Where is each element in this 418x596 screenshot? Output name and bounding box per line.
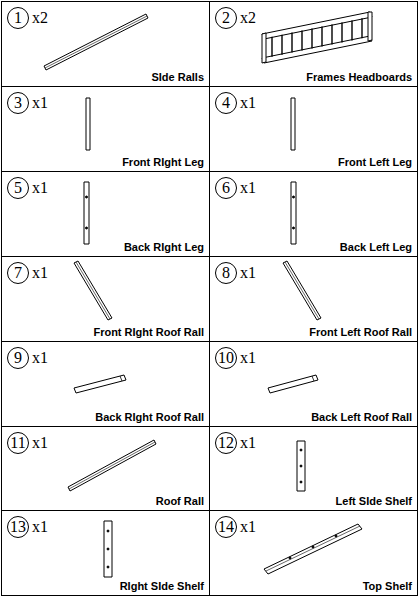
part-name: Front RIght Leg: [121, 156, 205, 168]
part-name: Back RIght Leg: [123, 241, 205, 253]
quantity: x1: [240, 180, 256, 196]
quantity: x1: [32, 519, 48, 535]
callout-circle: 11: [7, 432, 29, 454]
quantity: x2: [240, 10, 256, 26]
part-name: Back RIght Roof RaIl: [94, 411, 205, 423]
part-name: Roof RaIl: [155, 495, 205, 507]
part-cell: x2Frames Headboards 2: [209, 1, 418, 87]
quantity: x1: [32, 265, 48, 281]
callout-number: 2: [222, 10, 230, 26]
callout-circle: 10: [215, 347, 237, 369]
front-left-leg-drawing: [291, 98, 295, 150]
roof-rail-drawing: [68, 440, 156, 491]
callout-number: 3: [14, 95, 22, 111]
back-left-roof-rail-drawing: [268, 375, 318, 393]
callout-number: 14: [218, 519, 234, 535]
part-name: SIde RaIls: [150, 71, 205, 83]
part-cell: x1Front RIght Leg 3: [1, 86, 210, 172]
callout-number: 9: [14, 350, 22, 366]
part-name: RIght SIde Shelf: [119, 580, 205, 592]
part-cell: x1Back Left Leg 6: [209, 171, 418, 257]
callout-number: 5: [14, 180, 22, 196]
part-name: Top Shelf: [362, 580, 413, 592]
callout-number: 11: [10, 435, 25, 451]
part-name: Left SIde Shelf: [335, 495, 413, 507]
callout-number: 13: [10, 519, 26, 535]
quantity: x1: [240, 95, 256, 111]
part-name: Back Left Roof RaIl: [310, 411, 413, 423]
callout-number: 8: [222, 265, 230, 281]
quantity: x1: [32, 95, 48, 111]
part-name: Front RIght Roof RaIl: [92, 326, 205, 338]
callout-circle: 14: [215, 516, 237, 538]
callout-number: 10: [218, 350, 234, 366]
part-cell: x1RIght SIde Shelf 13: [1, 510, 210, 596]
callout-circle: 3: [7, 92, 29, 114]
callout-circle: 1: [7, 7, 29, 29]
part-name: Front Left Leg: [337, 156, 413, 168]
quantity: x1: [32, 435, 48, 451]
callout-circle: 5: [7, 177, 29, 199]
left-side-shelf-drawing: [297, 441, 305, 491]
right-side-shelf-drawing: [104, 521, 112, 577]
front-right-roof-rail-drawing: [74, 261, 112, 320]
part-cell: x1Back RIght Roof RaIl 9: [1, 341, 210, 427]
front-left-roof-rail-drawing: [283, 261, 321, 320]
top-shelf-drawing: [264, 524, 362, 574]
part-cell: x1Front Left Leg 4: [209, 86, 418, 172]
callout-number: 12: [218, 435, 234, 451]
back-left-leg-drawing: [291, 182, 296, 244]
quantity: x1: [240, 265, 256, 281]
callout-circle: 2: [215, 7, 237, 29]
callout-circle: 6: [215, 177, 237, 199]
back-right-roof-rail-drawing: [74, 375, 126, 393]
part-name: Back Left Leg: [339, 241, 413, 253]
part-cell: x1Back RIght Leg 5: [1, 171, 210, 257]
callout-number: 7: [14, 265, 22, 281]
callout-circle: 7: [7, 262, 29, 284]
quantity: x1: [240, 519, 256, 535]
headboard-drawing: [262, 12, 372, 63]
callout-number: 4: [222, 95, 230, 111]
part-name: Front Left Roof RaIl: [308, 326, 413, 338]
quantity: x1: [240, 350, 256, 366]
part-name: Frames Headboards: [305, 71, 413, 83]
part-cell: x1Back Left Roof RaIl 10: [209, 341, 418, 427]
side-rail-drawing: [44, 14, 148, 70]
callout-circle: 9: [7, 347, 29, 369]
callout-circle: 12: [215, 432, 237, 454]
back-right-leg-drawing: [84, 182, 89, 244]
part-cell: x1Left SIde Shelf 12: [209, 426, 418, 511]
callout-number: 6: [222, 180, 230, 196]
front-right-leg-drawing: [86, 98, 90, 150]
callout-circle: 8: [215, 262, 237, 284]
callout-number: 1: [14, 10, 22, 26]
part-cell: x1Roof RaIl 11: [1, 426, 210, 511]
part-cell: x1Front Left Roof RaIl 8: [209, 256, 418, 342]
part-cell: x1Top Shelf 14: [209, 510, 418, 596]
quantity: x1: [32, 180, 48, 196]
quantity: x2: [32, 10, 48, 26]
part-cell: x2SIde RaIls 1: [1, 1, 210, 87]
part-cell: x1Front RIght Roof RaIl 7: [1, 256, 210, 342]
callout-circle: 4: [215, 92, 237, 114]
quantity: x1: [240, 435, 256, 451]
quantity: x1: [32, 350, 48, 366]
callout-circle: 13: [7, 516, 29, 538]
